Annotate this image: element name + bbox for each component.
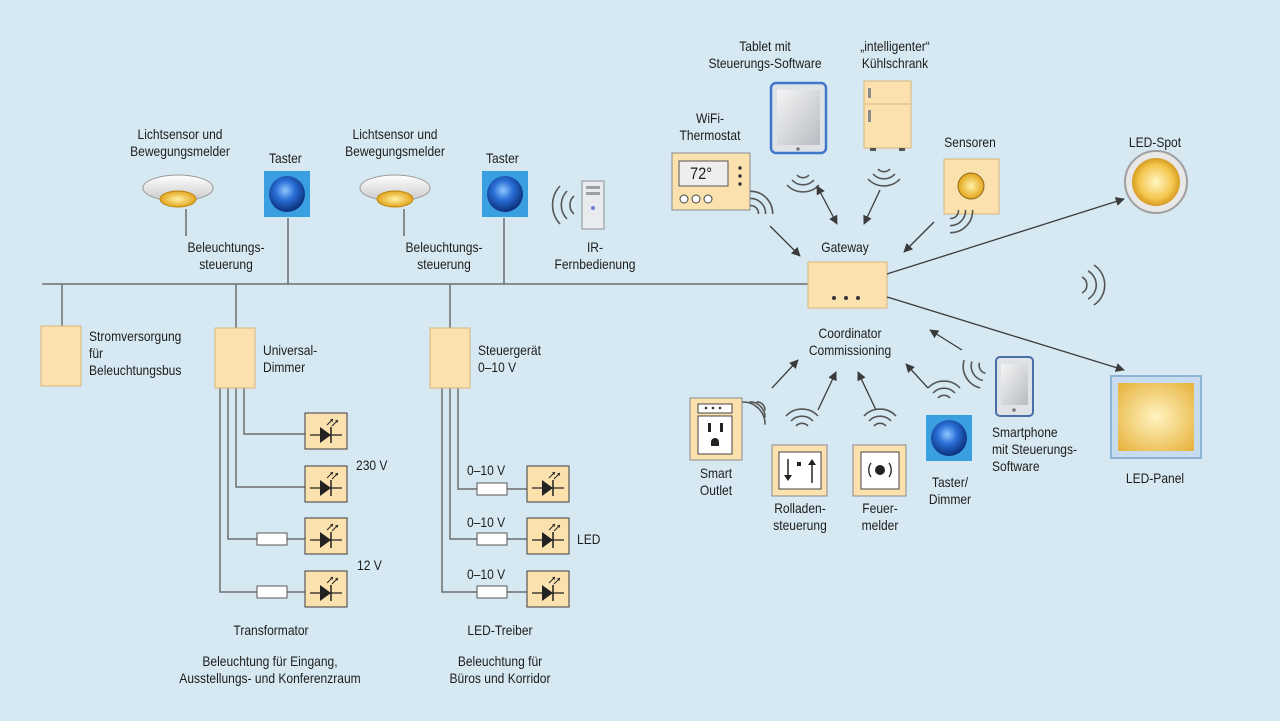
beleuchtung-1-label: Beleuchtungs- steuerung bbox=[187, 239, 265, 272]
steuergeraet-box bbox=[429, 327, 471, 389]
gateway-box bbox=[807, 261, 888, 309]
ir-label: IR- Fernbedienung bbox=[554, 239, 636, 272]
v12-label: 12 V bbox=[357, 557, 382, 573]
beleuchtung-eingang-label: Beleuchtung für Eingang, Ausstellungs- u… bbox=[179, 653, 361, 686]
led-spot-label: LED-Spot bbox=[1128, 134, 1182, 150]
kuehlschrank-device bbox=[863, 80, 912, 151]
taster-2-label: Taster bbox=[486, 150, 519, 166]
sensoren-label: Sensoren bbox=[944, 134, 996, 150]
taster-dimmer-label: Taster/ Dimmer bbox=[928, 474, 972, 507]
led-symbol bbox=[304, 412, 348, 450]
wired-bus bbox=[42, 209, 808, 593]
led-label: LED bbox=[577, 531, 601, 547]
stromversorgung-box bbox=[40, 325, 82, 387]
lichtsensor-1-label: Lichtsensor und Bewegungsmelder bbox=[130, 126, 230, 159]
led-symbol bbox=[526, 570, 570, 608]
v010-3-label: 0–10 V bbox=[467, 566, 506, 582]
v010-2-label: 0–10 V bbox=[467, 514, 506, 530]
connection-arrows bbox=[769, 185, 1125, 411]
smartphone-device bbox=[995, 356, 1034, 417]
led-panel-device bbox=[1110, 375, 1202, 459]
v230-label: 230 V bbox=[356, 457, 388, 473]
beleuchtung-bueros-label: Beleuchtung für Büros und Korridor bbox=[449, 653, 551, 686]
led-panel-label: LED-Panel bbox=[1125, 470, 1185, 486]
resistor-led-treiber bbox=[476, 482, 508, 599]
thermostat-label: WiFi- Thermostat bbox=[679, 110, 741, 143]
led-symbol bbox=[304, 465, 348, 503]
led-symbol bbox=[526, 517, 570, 555]
tablet-label: Tablet mit Steuerungs-Software bbox=[708, 38, 822, 71]
taster-1-label: Taster bbox=[269, 150, 302, 166]
kuehlschrank-label: „intelligenter“ Kühlschrank bbox=[860, 38, 930, 71]
steuergeraet-label: Steuergerät 0–10 V bbox=[478, 342, 541, 375]
rolladen-device bbox=[771, 444, 828, 497]
universal-dimmer-box bbox=[214, 327, 256, 389]
taster-dimmer-device bbox=[926, 415, 972, 461]
feuermelder-device bbox=[852, 444, 907, 497]
rolladen-label: Rolladen- steuerung bbox=[773, 500, 827, 533]
coordinator-label: Coordinator Commissioning bbox=[808, 325, 892, 358]
gateway-label: Gateway bbox=[821, 239, 869, 255]
stromversorgung-label: Stromversorgung für Beleuchtungsbus bbox=[89, 328, 182, 378]
lichtsensor-2-label: Lichtsensor und Bewegungsmelder bbox=[345, 126, 445, 159]
resistor-transformator bbox=[256, 532, 288, 599]
led-symbol bbox=[526, 465, 570, 503]
beleuchtung-2-label: Beleuchtungs- steuerung bbox=[405, 239, 483, 272]
thermostat-device bbox=[671, 152, 751, 211]
smart-outlet-device bbox=[689, 397, 743, 461]
wireless-waves bbox=[742, 168, 1106, 427]
ir-receiver-device bbox=[551, 180, 605, 230]
led-treiber-label: LED-Treiber bbox=[467, 622, 533, 638]
sensoren-device bbox=[943, 158, 1000, 215]
lichtsensor-1-device bbox=[142, 174, 214, 208]
smart-outlet-label: Smart Outlet bbox=[699, 465, 733, 498]
transformator-label: Transformator bbox=[233, 622, 309, 638]
taster-1-device bbox=[264, 171, 310, 217]
lichtsensor-2-device bbox=[359, 174, 431, 208]
v010-1-label: 0–10 V bbox=[467, 462, 506, 478]
tablet-device bbox=[769, 81, 828, 155]
led-symbol bbox=[304, 517, 348, 555]
led-spot-device bbox=[1124, 150, 1188, 214]
universal-dimmer-label: Universal- Dimmer bbox=[263, 342, 318, 375]
smartphone-label: Smartphone mit Steuerungs- Software bbox=[992, 424, 1077, 474]
thermostat-display: 72° bbox=[690, 164, 713, 183]
led-symbol bbox=[304, 570, 348, 608]
feuermelder-label: Feuer- melder bbox=[861, 500, 899, 533]
taster-2-device bbox=[482, 171, 528, 217]
